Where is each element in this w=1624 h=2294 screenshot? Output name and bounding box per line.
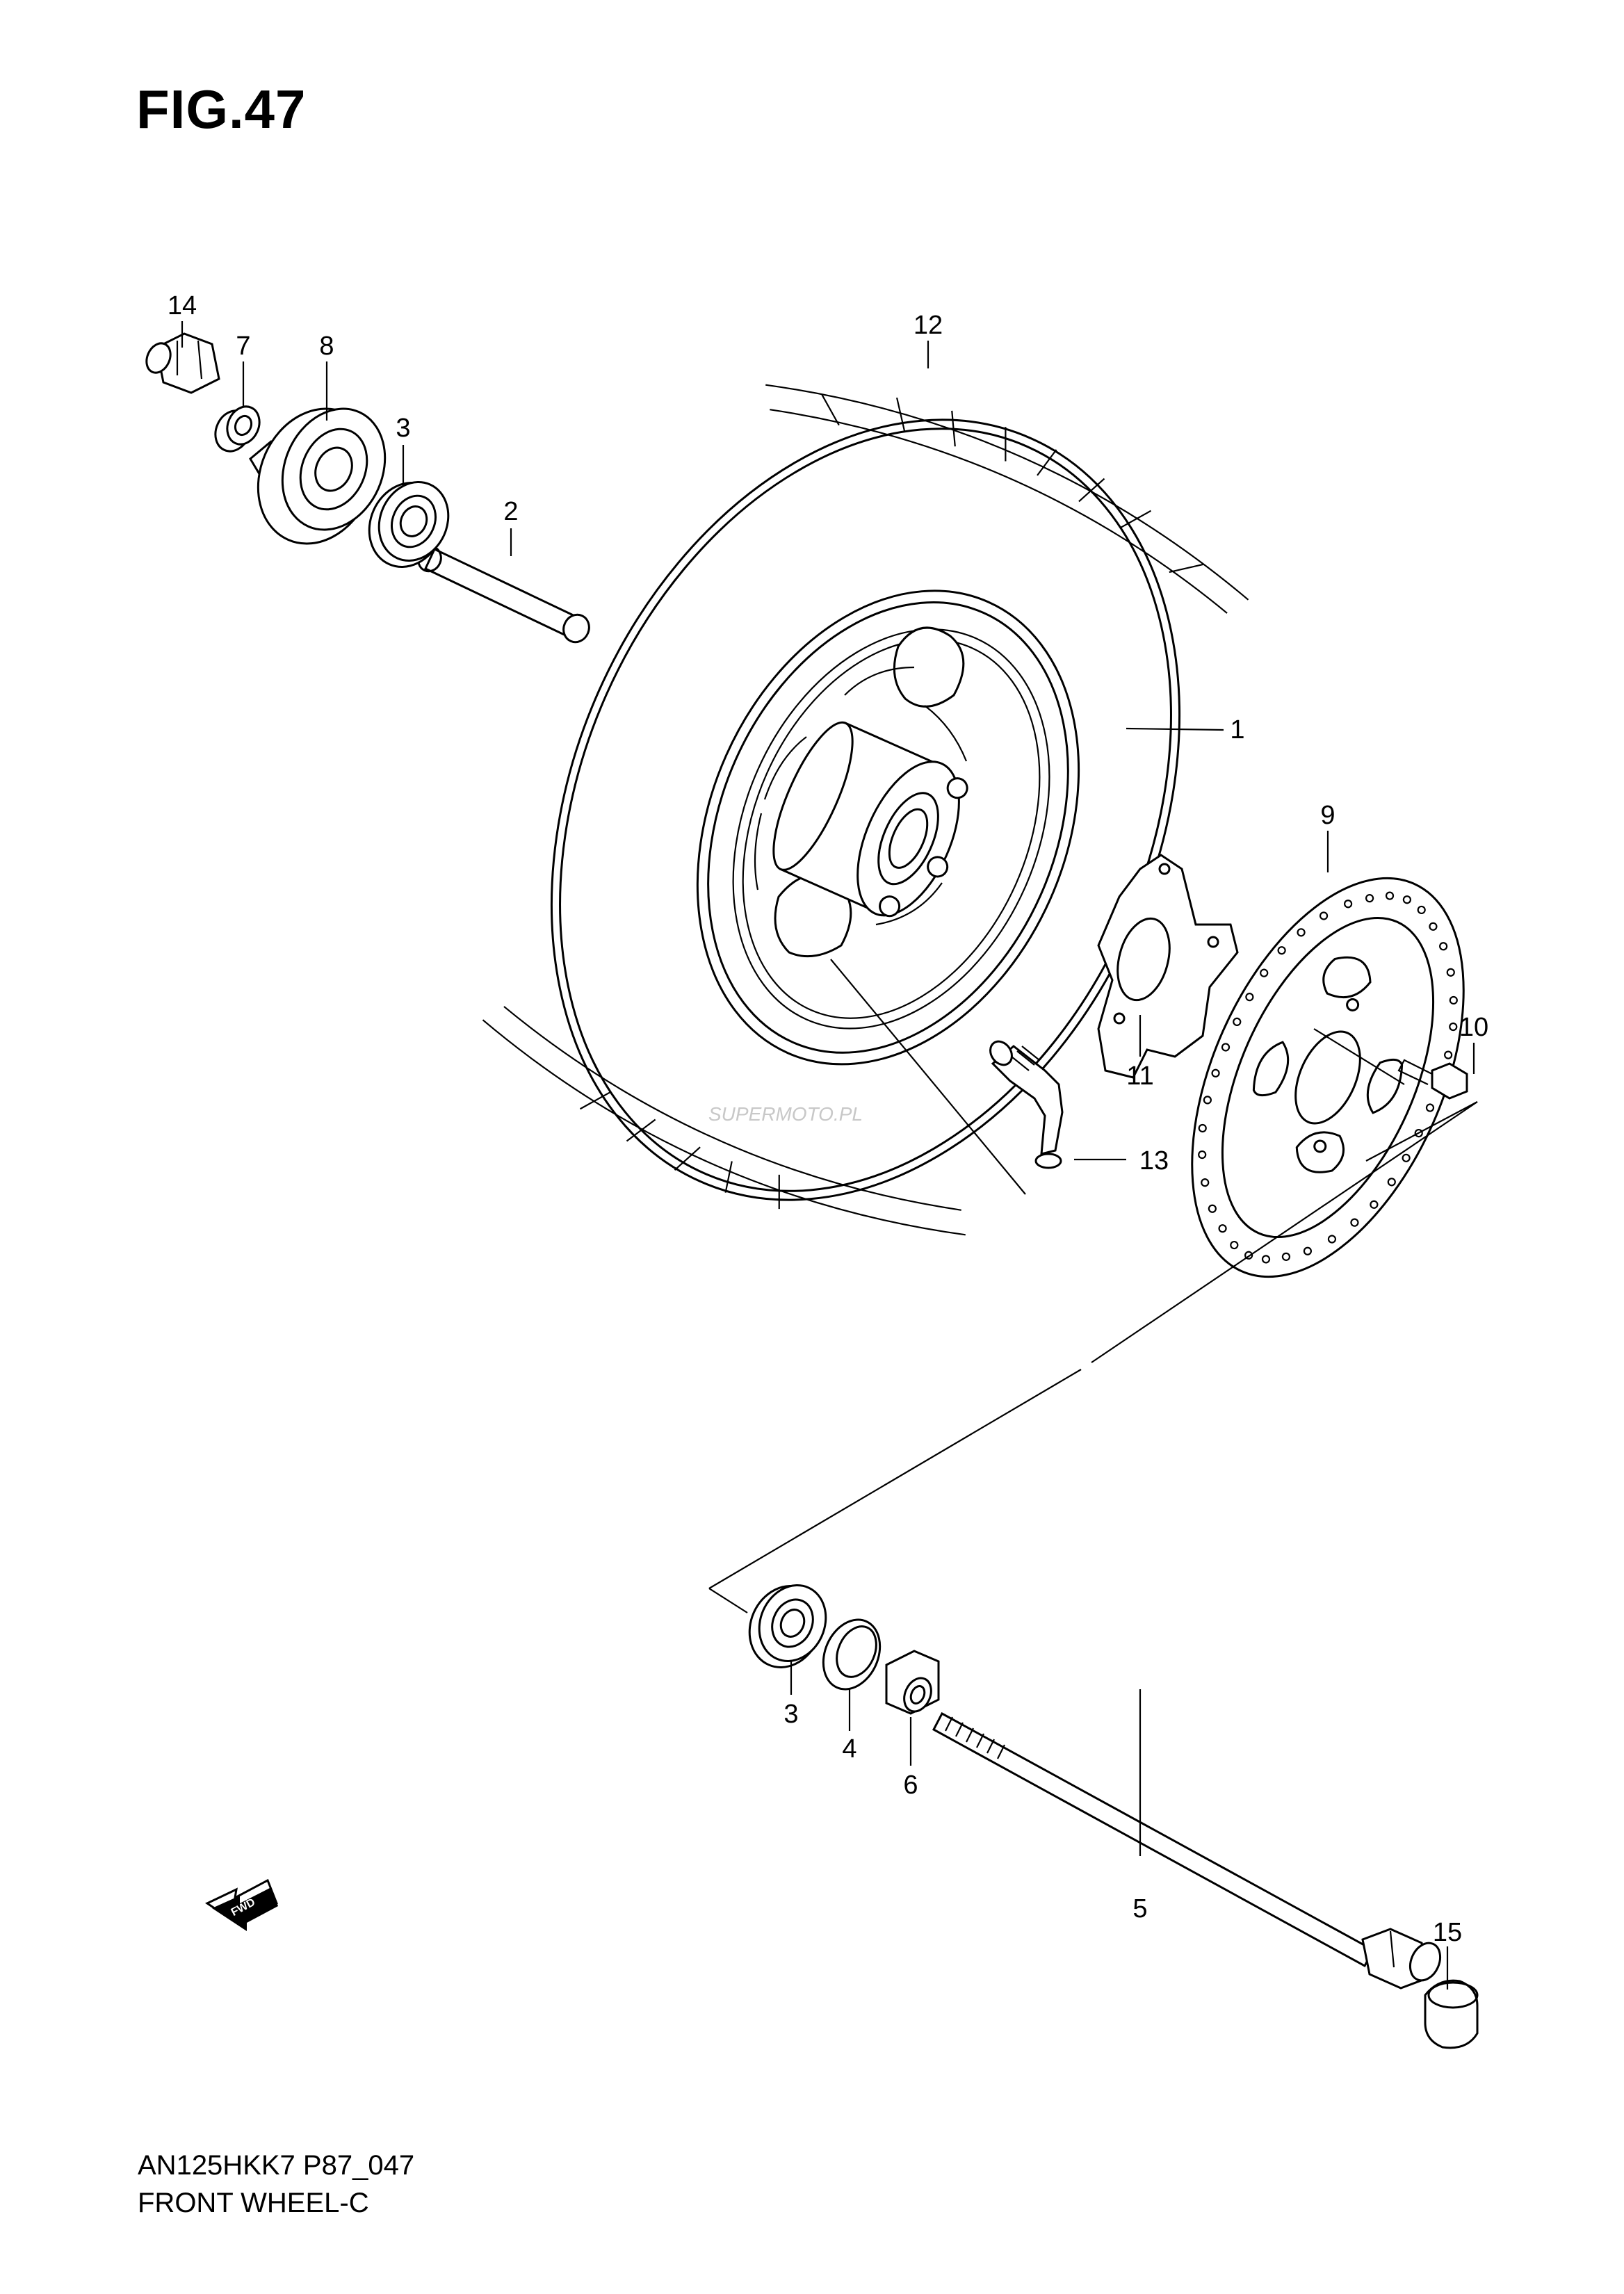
tire-valve xyxy=(989,1040,1064,1169)
cap-nut xyxy=(145,332,220,394)
axle-cap xyxy=(1424,1979,1479,2049)
callout-15: 15 xyxy=(1433,1918,1462,1947)
drive-housing xyxy=(249,407,387,545)
brake-disc xyxy=(1191,877,1465,1278)
callout-3-upper: 3 xyxy=(396,414,410,443)
callout-4: 4 xyxy=(842,1734,856,1764)
tire xyxy=(482,384,1249,1236)
callout-7: 7 xyxy=(236,332,250,361)
disc-retainer-plate xyxy=(1097,854,1239,1079)
disc-bolt xyxy=(1397,1059,1468,1100)
bearing-lower xyxy=(748,1584,827,1668)
callout-3-lower: 3 xyxy=(783,1700,798,1729)
callout-9: 9 xyxy=(1320,801,1335,830)
callout-14: 14 xyxy=(168,291,197,320)
callout-5: 5 xyxy=(1132,1894,1147,1923)
part-callouts: 1 2 3 3 4 5 6 7 8 9 10 11 12 13 14 15 xyxy=(168,291,1488,1947)
figure-title: FIG.47 xyxy=(136,79,307,140)
wheel-hub xyxy=(754,626,968,958)
assembly-guide-line xyxy=(708,1028,1478,1613)
watermark: SUPERMOTO.PL xyxy=(708,1103,863,1125)
fwd-arrow-icon: FWD xyxy=(204,1878,278,1931)
callout-11: 11 xyxy=(1126,1061,1153,1091)
callout-8: 8 xyxy=(319,332,334,361)
axle-bolt xyxy=(932,1711,1442,1990)
callout-2: 2 xyxy=(503,497,518,526)
callout-10: 10 xyxy=(1459,1013,1488,1042)
spacer xyxy=(885,1650,940,1715)
oil-seal xyxy=(822,1618,882,1691)
axle-sleeve xyxy=(417,545,590,644)
section-name: FRONT WHEEL-C xyxy=(138,2188,369,2218)
callout-6: 6 xyxy=(903,1771,918,1800)
callout-13: 13 xyxy=(1139,1146,1169,1176)
callout-12: 12 xyxy=(914,311,943,340)
nut xyxy=(214,405,261,453)
bearing-upper xyxy=(368,481,450,568)
leader-lines xyxy=(181,321,1475,1990)
callout-1: 1 xyxy=(1230,715,1244,745)
model-code: AN125HKK7 P87_047 xyxy=(138,2150,415,2181)
